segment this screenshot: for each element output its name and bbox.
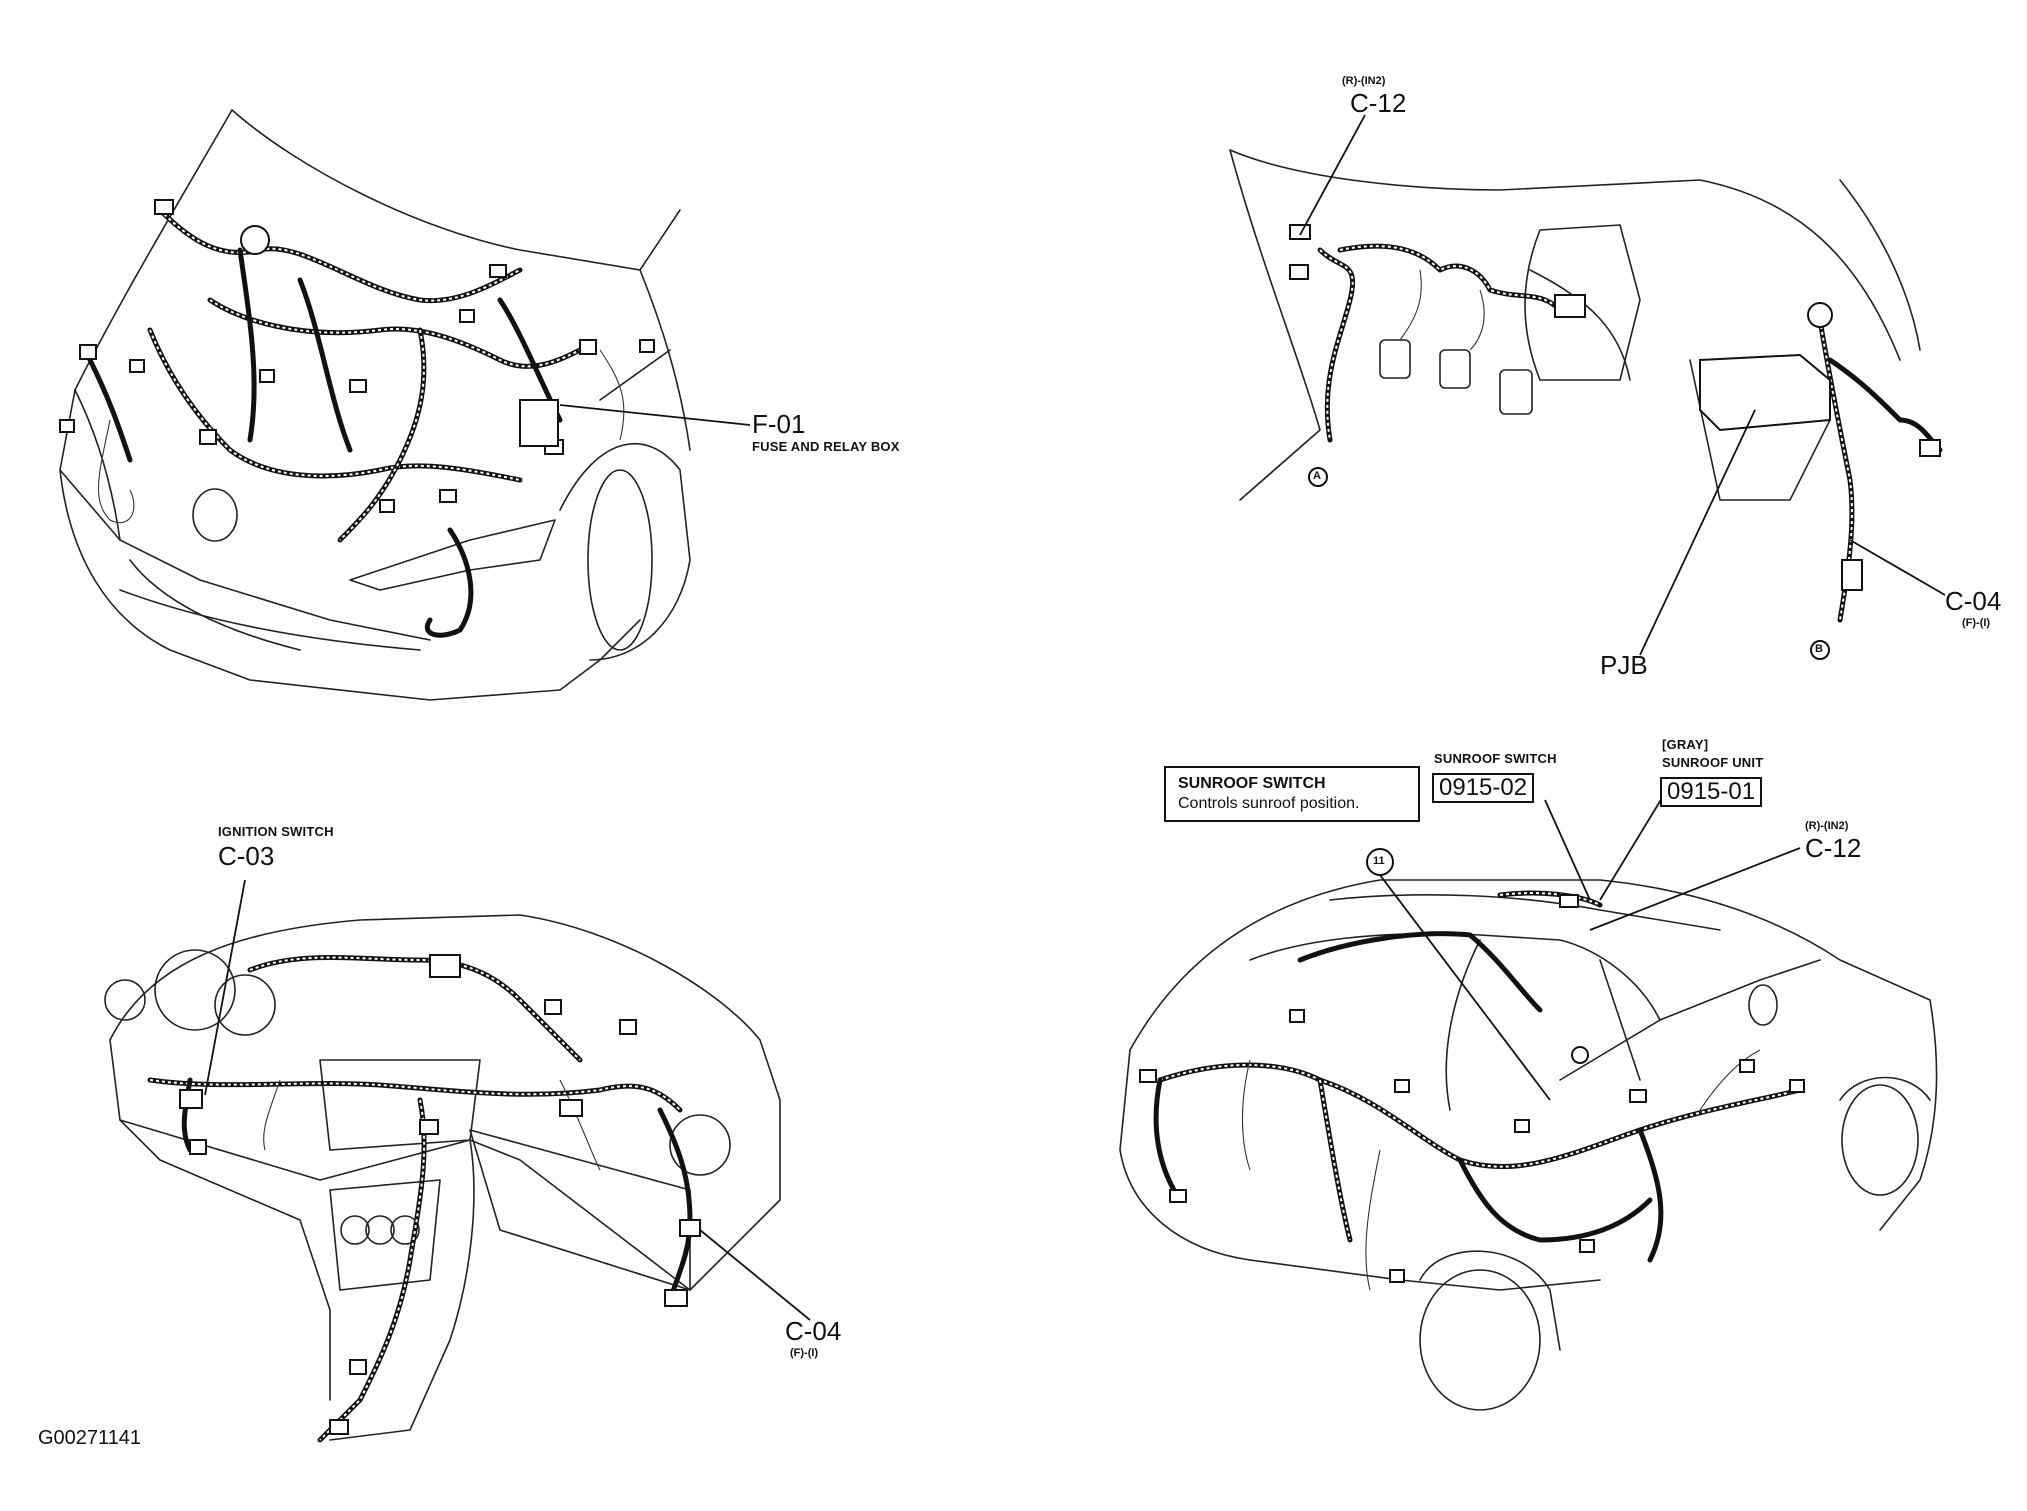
c04-right-connector-code: C-04	[1945, 586, 2002, 616]
body-drawing	[1119, 797, 1938, 1411]
sunroof-unit-id: 0915-01	[1660, 777, 1763, 807]
c12-body-pin-label: (R)-(IN2)	[1805, 820, 1849, 832]
sunroof-info-text: Controls sunroof position.	[1178, 795, 1360, 812]
c04-dash-pin-label: (F)-(I)	[790, 1347, 819, 1359]
ignition-switch-label: IGNITION SWITCH	[218, 824, 334, 839]
callout-11: 11	[1373, 855, 1385, 867]
c12-top-connector-code: C-12	[1350, 88, 1407, 118]
cowl-interior-drawing	[1229, 114, 1946, 660]
sunroof-unit-label: SUNROOF UNIT	[1662, 755, 1764, 770]
engine-bay-drawing	[59, 109, 751, 701]
sunroof-info-title: SUNROOF SWITCH	[1178, 775, 1326, 792]
sunroof-unit-color: [GRAY]	[1662, 737, 1709, 752]
c12-body-connector-code: C-12	[1805, 833, 1862, 863]
pjb-label: PJB	[1600, 650, 1648, 680]
c04-dash-connector-code: C-04	[785, 1316, 842, 1346]
sunroof-info-box: SUNROOF SWITCH Controls sunroof position…	[1164, 766, 1420, 822]
marker-a: A	[1313, 470, 1321, 482]
c03-connector-code: C-03	[218, 841, 275, 871]
c12-top-pin-label: (R)-(IN2)	[1342, 75, 1386, 87]
fuse-relay-box-label: FUSE AND RELAY BOX	[752, 439, 900, 454]
c04-right-pin-label: (F)-(I)	[1962, 617, 1991, 629]
dashboard-drawing	[104, 879, 811, 1443]
sunroof-switch-id: 0915-02	[1432, 773, 1535, 803]
marker-b: B	[1815, 643, 1823, 655]
figure-id: G00271141	[38, 1427, 142, 1449]
sunroof-switch-label: SUNROOF SWITCH	[1434, 751, 1557, 766]
f01-connector-code: F-01	[752, 409, 806, 439]
